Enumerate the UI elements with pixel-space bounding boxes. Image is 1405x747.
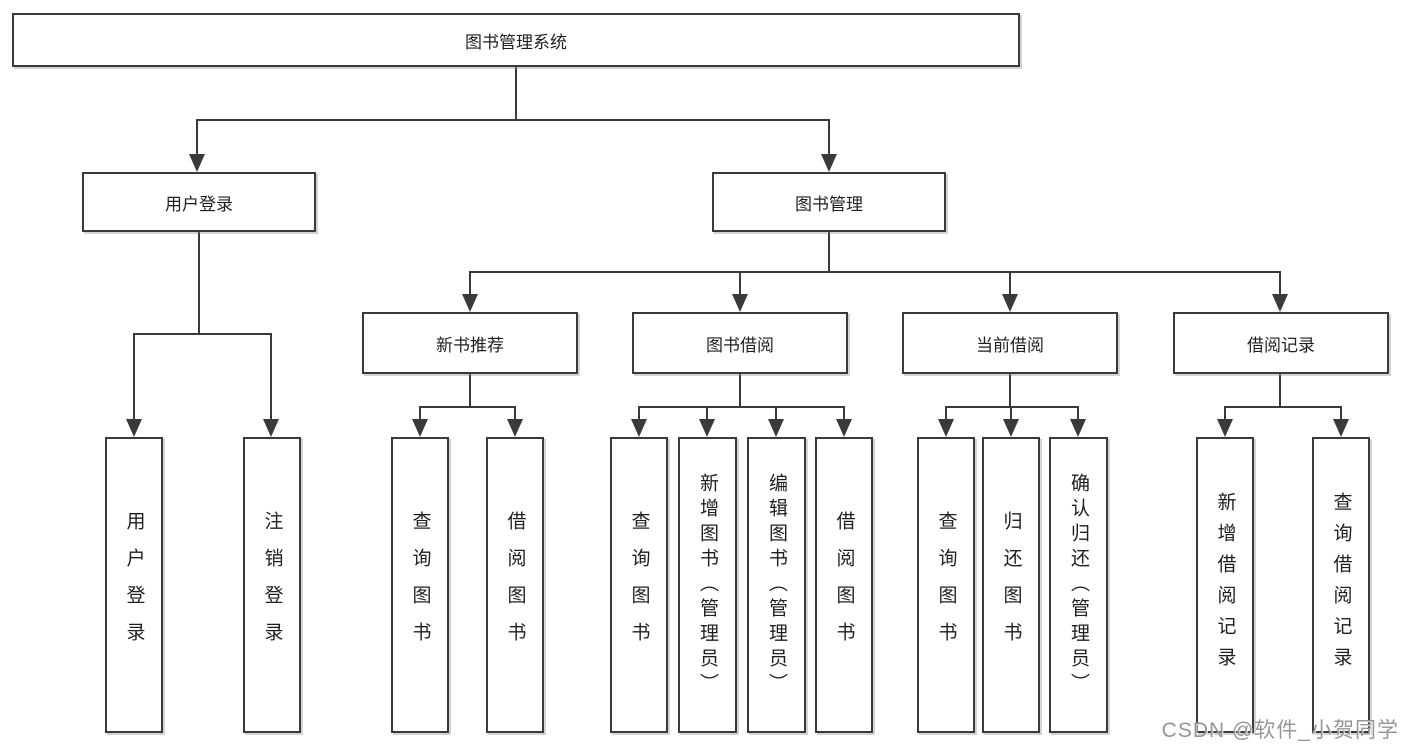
leaf-query-borrow-record: 查询借阅记录	[1312, 437, 1370, 733]
connector-line	[945, 406, 947, 422]
connector-line	[419, 406, 421, 422]
arrowhead-down-icon	[836, 419, 852, 437]
node-user-login-label: 用户登录	[165, 194, 233, 214]
arrowhead-down-icon	[821, 154, 837, 172]
leaf-query-borrow-record-label: 查询借阅记录	[1330, 492, 1352, 678]
node-root: 图书管理系统	[12, 13, 1020, 67]
node-new-book-recommend-label: 新书推荐	[436, 335, 504, 355]
leaf-confirm-return-admin-label: 确认归还（管理员）	[1068, 472, 1089, 698]
leaf-borrow-books-1: 借阅图书	[486, 437, 544, 733]
leaf-add-borrow-record-label: 新增借阅记录	[1214, 492, 1236, 678]
connector-line	[828, 231, 830, 273]
connector-line	[419, 406, 516, 408]
leaf-borrow-books-1-label: 借阅图书	[504, 511, 526, 659]
connector-line	[133, 333, 135, 421]
arrowhead-down-icon	[412, 419, 428, 437]
arrowhead-down-icon	[1070, 419, 1086, 437]
connector-line	[469, 271, 1281, 273]
connector-line	[1224, 406, 1342, 408]
node-current-borrowing-label: 当前借阅	[976, 335, 1044, 355]
leaf-query-books-3-label: 查询图书	[935, 511, 957, 659]
node-current-borrowing: 当前借阅	[902, 312, 1118, 374]
connector-line	[1224, 406, 1226, 422]
watermark: CSDN @软件_小贺同学	[1161, 719, 1399, 742]
leaf-return-books: 归还图书	[982, 437, 1040, 733]
arrowhead-down-icon	[631, 419, 647, 437]
connector-line	[739, 373, 741, 408]
node-borrowing-records: 借阅记录	[1173, 312, 1389, 374]
arrowhead-down-icon	[1333, 419, 1349, 437]
arrowhead-down-icon	[699, 419, 715, 437]
connector-line	[1009, 271, 1011, 297]
node-root-label: 图书管理系统	[465, 32, 567, 52]
node-book-borrowing-label: 图书借阅	[706, 335, 774, 355]
leaf-logout: 注销登录	[243, 437, 301, 733]
arrowhead-down-icon	[1002, 294, 1018, 312]
connector-line	[828, 119, 830, 157]
arrowhead-down-icon	[1217, 419, 1233, 437]
node-book-management-label: 图书管理	[795, 194, 863, 214]
leaf-edit-books-admin-label: 编辑图书（管理员）	[766, 472, 787, 698]
leaf-user-login-label: 用户登录	[123, 511, 145, 659]
connector-line	[1077, 406, 1079, 422]
arrowhead-down-icon	[126, 419, 142, 437]
arrowhead-down-icon	[1272, 294, 1288, 312]
leaf-confirm-return-admin: 确认归还（管理员）	[1049, 437, 1108, 733]
connector-line	[196, 119, 198, 157]
connector-line	[739, 271, 741, 297]
connector-line	[1010, 406, 1012, 422]
arrowhead-down-icon	[462, 294, 478, 312]
leaf-add-books-admin: 新增图书（管理员）	[678, 437, 737, 733]
node-new-book-recommend: 新书推荐	[362, 312, 578, 374]
connector-line	[515, 67, 517, 120]
arrowhead-down-icon	[507, 419, 523, 437]
connector-line	[196, 119, 830, 121]
leaf-add-borrow-record: 新增借阅记录	[1196, 437, 1254, 733]
connector-line	[1279, 373, 1281, 408]
node-user-login: 用户登录	[82, 172, 316, 232]
connector-line	[514, 406, 516, 422]
connector-line	[775, 406, 777, 422]
arrowhead-down-icon	[189, 154, 205, 172]
node-borrowing-records-label: 借阅记录	[1247, 335, 1315, 355]
leaf-query-books-1-label: 查询图书	[409, 511, 431, 659]
connector-line	[469, 373, 471, 408]
connector-line	[1340, 406, 1342, 422]
connector-line	[198, 231, 200, 335]
leaf-query-books-3: 查询图书	[917, 437, 975, 733]
leaf-query-books-2: 查询图书	[610, 437, 668, 733]
connector-line	[1009, 373, 1011, 408]
leaf-logout-label: 注销登录	[261, 511, 283, 659]
node-book-management: 图书管理	[712, 172, 946, 232]
connector-line	[270, 333, 272, 421]
leaf-borrow-books-2-label: 借阅图书	[833, 511, 855, 659]
arrowhead-down-icon	[938, 419, 954, 437]
connector-line	[638, 406, 640, 422]
connector-line	[469, 271, 471, 297]
arrowhead-down-icon	[768, 419, 784, 437]
leaf-user-login: 用户登录	[105, 437, 163, 733]
arrowhead-down-icon	[263, 419, 279, 437]
leaf-edit-books-admin: 编辑图书（管理员）	[747, 437, 806, 733]
arrowhead-down-icon	[732, 294, 748, 312]
connector-line	[706, 406, 708, 422]
connector-line	[638, 406, 845, 408]
arrowhead-down-icon	[1003, 419, 1019, 437]
leaf-return-books-label: 归还图书	[1000, 511, 1022, 659]
connector-line	[133, 333, 272, 335]
connector-line	[1279, 271, 1281, 297]
connector-line	[945, 406, 1079, 408]
connector-line	[843, 406, 845, 422]
node-book-borrowing: 图书借阅	[632, 312, 848, 374]
leaf-query-books-1: 查询图书	[391, 437, 449, 733]
leaf-borrow-books-2: 借阅图书	[815, 437, 873, 733]
leaf-query-books-2-label: 查询图书	[628, 511, 650, 659]
leaf-add-books-admin-label: 新增图书（管理员）	[697, 472, 718, 698]
